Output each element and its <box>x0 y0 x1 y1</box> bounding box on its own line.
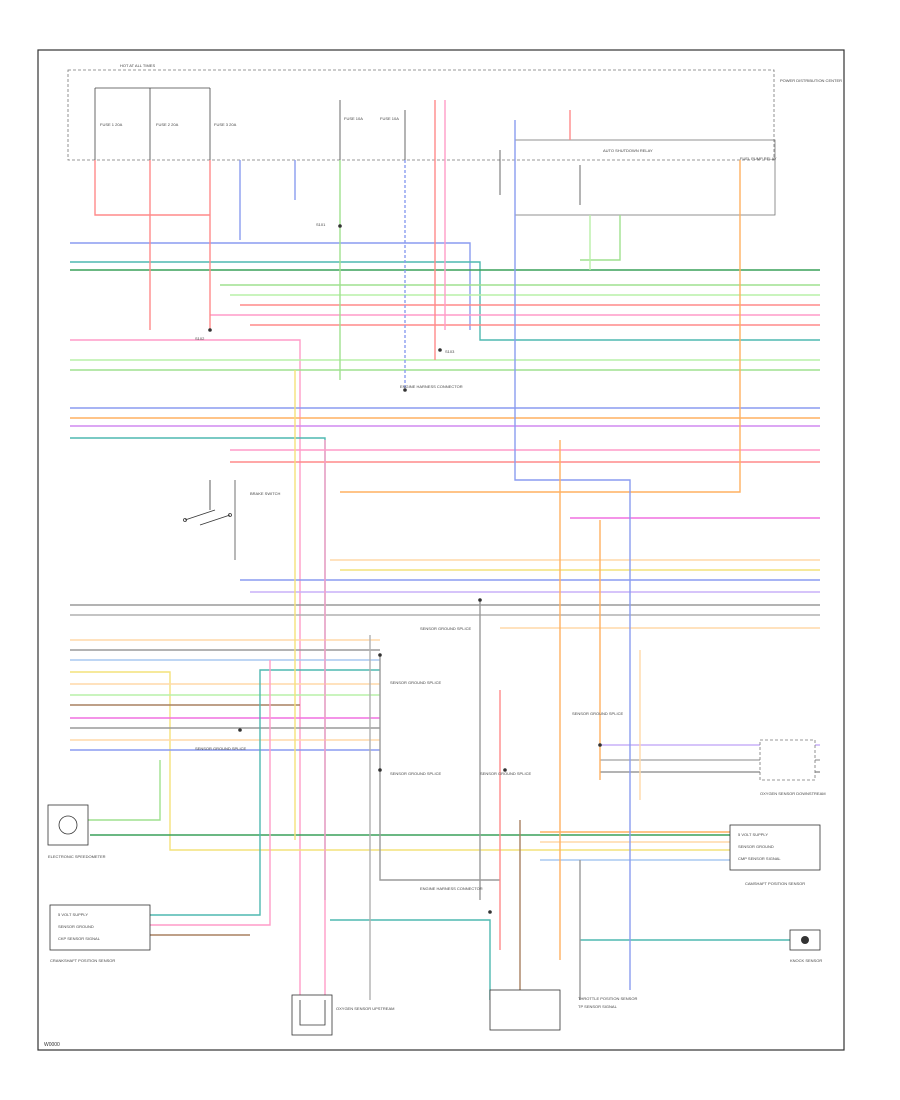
crankshaft-position-sensor: 5 VOLT SUPPLY SENSOR GROUND CKP SENSOR S… <box>49 904 151 963</box>
svg-text:FUEL PUMP RELAY: FUEL PUMP RELAY <box>740 156 777 161</box>
splice-dots <box>208 224 602 914</box>
vertical-wires <box>94 100 641 1000</box>
svg-text:SENSOR GROUND SPLICE: SENSOR GROUND SPLICE <box>195 746 246 751</box>
svg-text:OXYGEN SENSOR DOWNSTREAM: OXYGEN SENSOR DOWNSTREAM <box>760 791 826 796</box>
svg-text:BRAKE SWITCH: BRAKE SWITCH <box>250 491 281 496</box>
oxygen-sensor-upstream: OXYGEN SENSOR UPSTREAM <box>291 994 394 1036</box>
svg-text:CMP SENSOR SIGNAL: CMP SENSOR SIGNAL <box>738 856 781 861</box>
svg-text:ELECTRONIC SPEEDOMETER: ELECTRONIC SPEEDOMETER <box>48 854 106 859</box>
svg-text:5 VOLT SUPPLY: 5 VOLT SUPPLY <box>58 912 88 917</box>
svg-text:FUSE 3 20A: FUSE 3 20A <box>214 122 237 127</box>
svg-text:S101: S101 <box>316 222 326 227</box>
svg-text:HOT AT ALL TIMES: HOT AT ALL TIMES <box>120 63 155 68</box>
diagram-border <box>37 49 845 1051</box>
svg-text:CAMSHAFT POSITION SENSOR: CAMSHAFT POSITION SENSOR <box>745 881 805 886</box>
svg-text:SENSOR GROUND SPLICE: SENSOR GROUND SPLICE <box>390 680 441 685</box>
throttle-position-sensor: THROTTLE POSITION SENSOR TP SENSOR SIGNA… <box>489 989 637 1031</box>
svg-text:FUSE 10A: FUSE 10A <box>380 116 399 121</box>
svg-text:AUTO SHUTDOWN RELAY: AUTO SHUTDOWN RELAY <box>603 148 653 153</box>
svg-text:TP SENSOR SIGNAL: TP SENSOR SIGNAL <box>578 1004 618 1009</box>
svg-text:SENSOR GROUND SPLICE: SENSOR GROUND SPLICE <box>390 771 441 776</box>
svg-text:SENSOR GROUND: SENSOR GROUND <box>738 844 774 849</box>
svg-text:SENSOR GROUND SPLICE: SENSOR GROUND SPLICE <box>480 771 531 776</box>
annotations: S101 S102 S103 ENGINE HARNESS CONNECTOR … <box>195 222 623 891</box>
harness-wires <box>60 160 820 1000</box>
svg-text:SENSOR GROUND SPLICE: SENSOR GROUND SPLICE <box>420 626 471 631</box>
svg-text:OXYGEN SENSOR UPSTREAM: OXYGEN SENSOR UPSTREAM <box>336 1006 394 1011</box>
svg-text:SENSOR GROUND: SENSOR GROUND <box>58 924 94 929</box>
svg-text:FUSE 2 20A: FUSE 2 20A <box>156 122 179 127</box>
svg-text:KNOCK SENSOR: KNOCK SENSOR <box>790 958 822 963</box>
oxygen-sensor-downstream: OXYGEN SENSOR DOWNSTREAM <box>759 739 826 796</box>
svg-text:FUSE 10A: FUSE 10A <box>344 116 363 121</box>
svg-text:CRANKSHAFT POSITION SENSOR: CRANKSHAFT POSITION SENSOR <box>50 958 115 963</box>
svg-text:ENGINE HARNESS CONNECTOR: ENGINE HARNESS CONNECTOR <box>400 384 463 389</box>
power-distribution-center: HOT AT ALL TIMES POWER DISTRIBUTION CENT… <box>67 63 842 161</box>
camshaft-position-sensor: 5 VOLT SUPPLY SENSOR GROUND CMP SENSOR S… <box>729 824 821 886</box>
svg-text:5 VOLT SUPPLY: 5 VOLT SUPPLY <box>738 832 768 837</box>
knock-sensor: KNOCK SENSOR <box>789 929 822 963</box>
svg-text:S103: S103 <box>445 349 455 354</box>
svg-text:THROTTLE POSITION SENSOR: THROTTLE POSITION SENSOR <box>578 996 637 1001</box>
electronic-speedometer: ELECTRONIC SPEEDOMETER <box>47 804 106 859</box>
svg-text:ENGINE HARNESS CONNECTOR: ENGINE HARNESS CONNECTOR <box>420 886 483 891</box>
svg-text:SENSOR GROUND SPLICE: SENSOR GROUND SPLICE <box>572 711 623 716</box>
frame-code: W0000 <box>44 1042 60 1048</box>
svg-text:CKP SENSOR SIGNAL: CKP SENSOR SIGNAL <box>58 936 101 941</box>
brake-switch-symbol <box>183 480 232 526</box>
svg-text:FUSE 1 20A: FUSE 1 20A <box>100 122 123 127</box>
svg-text:POWER DISTRIBUTION CENTER: POWER DISTRIBUTION CENTER <box>780 78 842 83</box>
svg-text:S102: S102 <box>195 336 205 341</box>
relay-box: AUTO SHUTDOWN RELAY FUEL PUMP RELAY <box>499 139 777 216</box>
